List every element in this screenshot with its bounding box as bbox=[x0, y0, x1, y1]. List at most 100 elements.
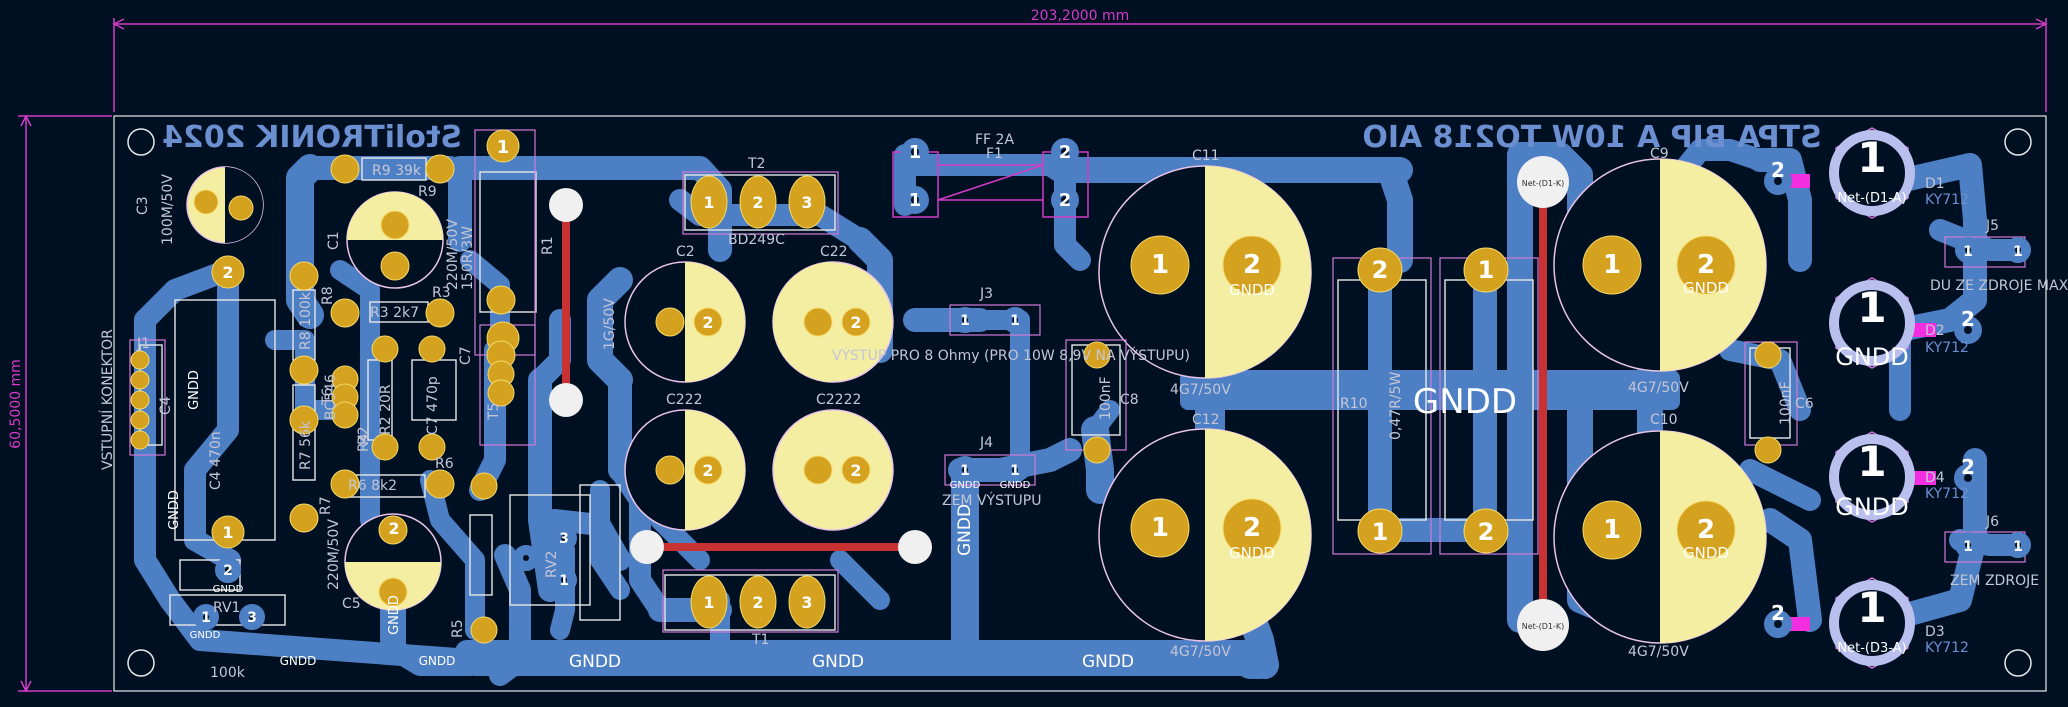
silk-label: C9 bbox=[1650, 146, 1669, 162]
silk-label: R9 bbox=[418, 184, 437, 200]
svg-text:1: 1 bbox=[1857, 133, 1886, 182]
silk-label: KY712 bbox=[1925, 340, 1969, 356]
silk-label: 4G7/50V bbox=[1628, 380, 1689, 396]
silk-label: RV1 bbox=[213, 600, 240, 616]
silk-label: C2222 bbox=[816, 392, 861, 408]
silk-label: R6 bbox=[435, 456, 454, 472]
gnd-label: GNDD bbox=[190, 630, 221, 641]
silk-label: R3 bbox=[432, 285, 451, 301]
silk-label: R7 56k bbox=[298, 420, 314, 470]
svg-text:1: 1 bbox=[1603, 250, 1621, 280]
svg-text:1: 1 bbox=[1857, 583, 1886, 632]
svg-text:2: 2 bbox=[223, 563, 233, 579]
pads bbox=[130, 129, 1782, 644]
dimension-width-label: 203,2000 mm bbox=[1031, 8, 1130, 24]
silk-label: DU ZE ZDROJE MAX. 27V bbox=[1930, 278, 2068, 294]
svg-text:2: 2 bbox=[1697, 250, 1715, 280]
gnd-label: GNDD bbox=[950, 480, 981, 491]
small-copper-pads bbox=[193, 138, 2031, 638]
svg-text:1: 1 bbox=[222, 523, 233, 542]
silk-label: C10 bbox=[1650, 412, 1678, 428]
silk-labels: C3 100M/50V R9 R9 39k C1 220M/50V 150R/3… bbox=[99, 132, 2068, 681]
silk-label: BD249C bbox=[728, 232, 785, 248]
svg-text:1: 1 bbox=[1603, 515, 1621, 545]
silk-label: C6 bbox=[1795, 396, 1814, 412]
svg-text:2: 2 bbox=[222, 263, 233, 282]
silk-label: FF 2A bbox=[975, 132, 1014, 148]
svg-text:1: 1 bbox=[559, 573, 569, 589]
svg-text:2: 2 bbox=[1697, 515, 1715, 545]
silk-label: C4 bbox=[158, 396, 174, 415]
svg-text:1: 1 bbox=[1963, 244, 1973, 260]
svg-text:2: 2 bbox=[1961, 307, 1975, 331]
d3-net-label: Net-(D3-A) bbox=[1837, 641, 1906, 656]
silk-label: J5 bbox=[1985, 218, 1999, 234]
dimension-height-label: 60,5000 mm bbox=[8, 359, 24, 449]
d1-net-label: Net-(D1-A) bbox=[1837, 191, 1906, 206]
svg-text:1: 1 bbox=[1151, 513, 1169, 543]
silk-label: J6 bbox=[1985, 514, 1999, 530]
svg-text:2: 2 bbox=[1059, 190, 1072, 211]
svg-text:2: 2 bbox=[752, 593, 763, 612]
silk-label: C22 bbox=[820, 244, 848, 260]
svg-text:1: 1 bbox=[1372, 518, 1389, 546]
silk-label: C5 bbox=[342, 596, 361, 612]
capacitor-c222 bbox=[624, 409, 746, 531]
gnd-label: GNDD bbox=[1413, 382, 1517, 422]
d1k-net-label: Net-(D1-K) bbox=[1522, 179, 1565, 188]
silk-label: 100nF bbox=[1778, 381, 1794, 425]
gnd-label: GNDD bbox=[187, 370, 202, 410]
svg-text:3: 3 bbox=[247, 610, 257, 626]
title-right: STPA BIP A 10W TO218 AIO bbox=[1362, 120, 1821, 155]
test-points bbox=[549, 156, 1569, 651]
silk-label: D4 bbox=[1925, 470, 1945, 486]
silk-label: ZEM ZDROJE bbox=[1950, 573, 2039, 589]
svg-text:1: 1 bbox=[703, 193, 714, 212]
silk-label: C1 bbox=[326, 231, 342, 250]
silk-label: 220M/50V bbox=[445, 219, 461, 290]
silk-label: R1 bbox=[540, 236, 556, 255]
svg-text:1: 1 bbox=[909, 142, 922, 163]
svg-text:2: 2 bbox=[702, 461, 713, 480]
svg-text:2: 2 bbox=[850, 461, 861, 480]
svg-text:1: 1 bbox=[1151, 250, 1169, 280]
silk-label: D1 bbox=[1925, 176, 1945, 192]
svg-text:1: 1 bbox=[909, 190, 922, 211]
svg-text:2: 2 bbox=[1771, 158, 1785, 182]
svg-text:3: 3 bbox=[801, 193, 812, 212]
silk-label: C8 bbox=[1120, 392, 1139, 408]
silk-label: 1G/50V bbox=[602, 298, 618, 350]
silk-label: J4 bbox=[979, 435, 993, 451]
gnd-label: GNDD bbox=[812, 652, 864, 672]
silk-label: KY712 bbox=[1925, 486, 1969, 502]
silk-label: C7 470p bbox=[425, 376, 441, 435]
gnd-label: GNDD bbox=[387, 595, 402, 635]
svg-text:1: 1 bbox=[1478, 256, 1495, 284]
gnd-pad-labels: GNDD GNDD GNDD GNDD GNDD GNDD GNDD GNDD … bbox=[190, 179, 1909, 672]
svg-text:1: 1 bbox=[1963, 539, 1973, 555]
silk-label: R3 2k7 bbox=[370, 305, 419, 321]
silk-label: KY712 bbox=[1925, 640, 1969, 656]
silk-label: R8 bbox=[320, 286, 336, 305]
silk-label: VÝSTUP PRO 8 Ohmy (PRO 10W 8,9V NA VÝSTU… bbox=[832, 347, 1190, 364]
ground-pours bbox=[455, 370, 1680, 670]
svg-text:2: 2 bbox=[388, 519, 399, 538]
red-tracks bbox=[562, 178, 1547, 629]
silk-label: KY712 bbox=[1925, 192, 1969, 208]
svg-text:1: 1 bbox=[1857, 283, 1886, 332]
svg-text:3: 3 bbox=[559, 531, 569, 547]
svg-text:1: 1 bbox=[497, 137, 510, 158]
gnd-label: GNDD bbox=[1229, 281, 1275, 299]
svg-text:1: 1 bbox=[960, 463, 970, 479]
svg-text:1: 1 bbox=[703, 593, 714, 612]
silk-label: 100k bbox=[210, 665, 246, 681]
silk-label: 0,47R/5W bbox=[1388, 371, 1404, 440]
svg-text:3: 3 bbox=[801, 593, 812, 612]
svg-text:2: 2 bbox=[702, 313, 713, 332]
capacitor-c9 bbox=[1553, 158, 1767, 372]
silk-label: R8 100k bbox=[298, 291, 314, 350]
gnd-label: GNDD bbox=[1000, 480, 1031, 491]
svg-text:2: 2 bbox=[1372, 256, 1389, 284]
